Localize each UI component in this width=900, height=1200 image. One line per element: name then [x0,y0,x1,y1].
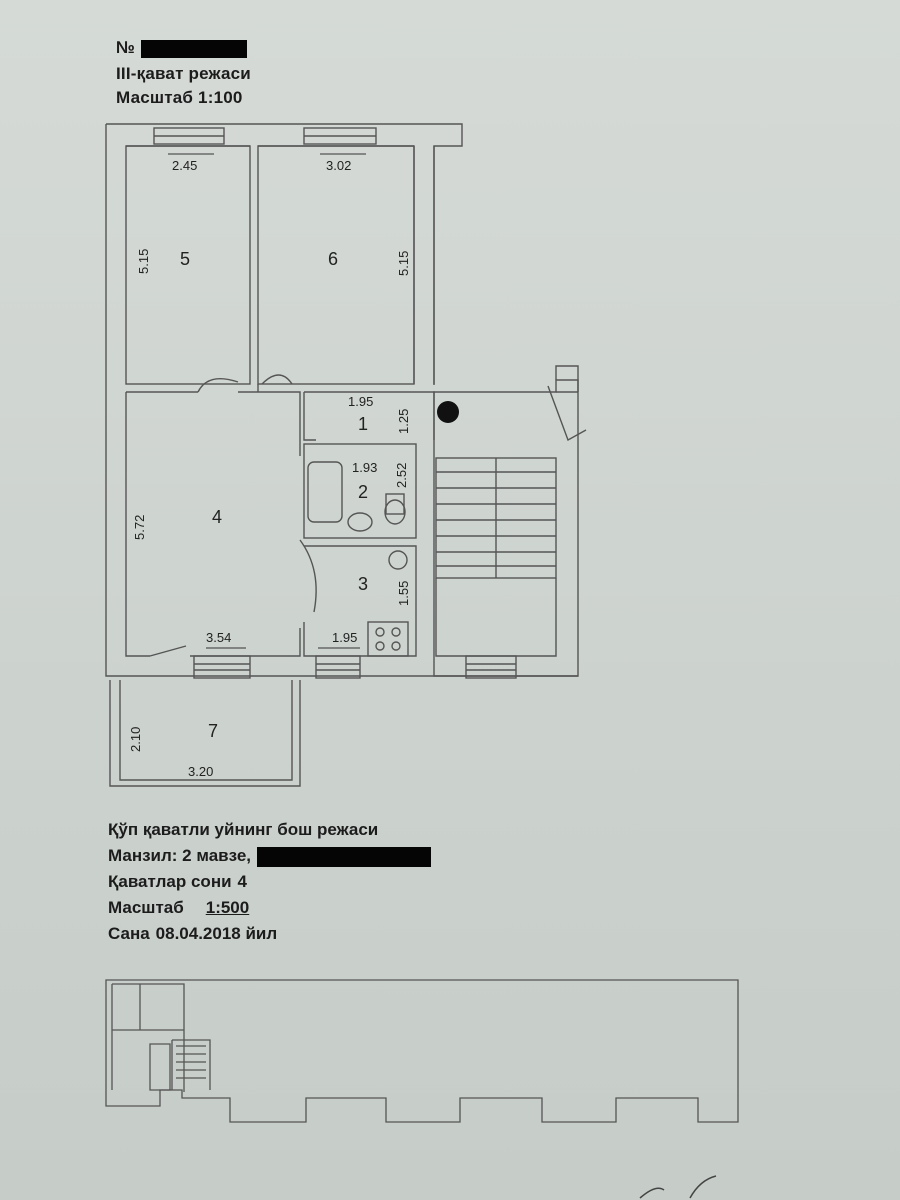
stove-icon [367,621,409,657]
room-7-width: 3.20 [188,764,213,779]
number-sign: № [116,38,136,57]
site-scale-line: Масштаб 1:500 [108,898,249,918]
address-line: Манзил: 2 мавзе, [108,846,432,867]
window-room-4 [193,655,251,679]
room-7-outline [109,680,301,787]
chimney-icon [437,401,459,423]
room-2-width: 1.93 [352,460,377,475]
window-staircase [465,655,517,679]
date-label: Сана [108,924,150,943]
floor-plan-title: III-қават режаси [116,64,251,83]
window-room-3 [315,655,361,679]
room-1-width: 1.95 [348,394,373,409]
room-5-length: 5.15 [136,249,151,274]
floors-label: Қаватлар сони [108,872,232,891]
document-number: № [116,38,248,58]
outer-wall-left [105,124,578,677]
toilet-icon [384,499,406,525]
bathtub-icon [307,461,343,523]
floor-plan-scale: Масштаб 1:100 [116,88,243,107]
room-4-length: 5.72 [132,515,147,540]
date-value: 08.04.2018 йил [155,924,278,943]
room-2-outline [303,443,417,539]
room-1-length: 1.25 [396,409,411,434]
site-scale-value: 1:500 [205,898,250,917]
room-3-number: 3 [358,574,368,594]
room-5-number: 5 [180,249,190,269]
room-6-number: 6 [328,249,338,269]
room-6-length: 5.15 [396,251,411,276]
address-label: Манзил: 2 мавзе, [108,846,252,865]
floors-line: Қаватлар сони 4 [108,872,247,892]
site-scale-label: Масштаб [108,898,184,917]
room-2-number: 2 [358,482,368,502]
room-5-outline [125,145,251,385]
room-4-width: 3.54 [206,630,231,645]
room-1-number: 1 [358,414,368,434]
redacted-address [257,846,432,867]
room-7-number: 7 [208,721,218,741]
redacted-number [141,39,248,58]
room-3-length: 1.55 [396,581,411,606]
room-7-length: 2.10 [128,727,143,752]
site-plan-drawing [105,979,739,1123]
sink-icon [347,512,373,532]
room-3-outline [303,545,417,657]
room-6-width: 3.02 [326,158,351,173]
building-plan-title: Қўп қаватли уйнинг бош режаси [108,820,379,839]
room-5-width: 2.45 [172,158,197,173]
room-2-length: 2.52 [394,463,409,488]
room-3-width: 1.95 [332,630,357,645]
date-line: Сана 08.04.2018 йил [108,924,277,944]
room-4-number: 4 [212,507,222,527]
floors-value: 4 [237,872,248,891]
kitchen-sink-icon [388,550,408,570]
toilet-tank-icon [385,493,405,515]
